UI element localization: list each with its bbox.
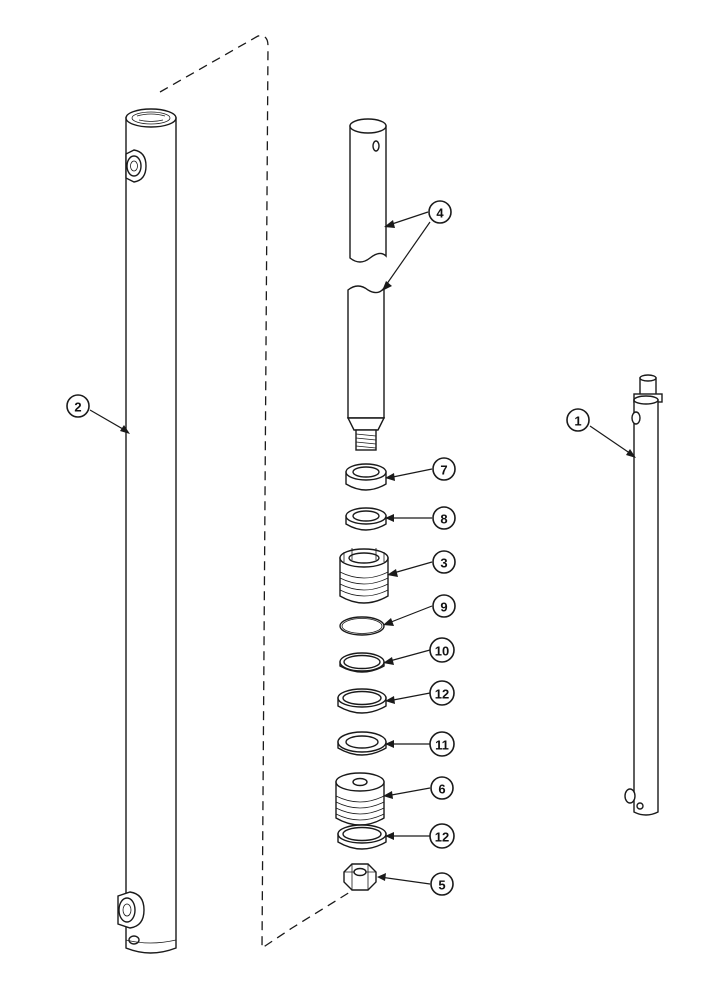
backup-ring [339,652,385,673]
assembly-boundary [159,35,358,950]
rod-seal [345,507,387,531]
callout-2: 2 [66,394,90,418]
callout-1-label: 1 [574,414,581,429]
wear-ring-lower [337,824,387,850]
callout-7: 7 [432,457,456,481]
callout-9: 9 [432,594,456,618]
callout-3-label: 3 [440,556,447,571]
callout-12-upper: 12 [429,680,455,706]
callout-4-label: 4 [436,206,444,221]
callout-10: 10 [429,637,455,663]
cylinder-head [339,548,389,604]
assembled-cylinder [624,374,663,816]
callout-10-label: 10 [435,644,449,659]
o-ring [339,616,385,636]
leader-lines [89,211,636,885]
callout-12-lower-label: 12 [435,830,449,845]
hex-nut [343,863,377,891]
callout-2-label: 2 [74,400,81,415]
callout-1: 1 [566,408,590,432]
callout-12-upper-label: 12 [435,687,449,702]
callout-11-label: 11 [435,738,449,753]
callout-5-label: 5 [438,878,445,893]
piston-rod [346,118,387,451]
piston-seal [337,731,387,756]
piston [335,772,385,826]
callout-11: 11 [429,731,455,757]
callout-9-label: 9 [440,600,447,615]
callout-12-lower: 12 [429,823,455,849]
callout-8-label: 8 [440,512,447,527]
cylinder-barrel [117,108,177,954]
callout-7-label: 7 [440,463,447,478]
callout-6-label: 6 [438,782,445,797]
callout-3: 3 [432,550,456,574]
callout-5: 5 [430,872,454,896]
callout-4: 4 [428,200,452,224]
wear-ring-upper [337,688,387,714]
callout-8: 8 [432,506,456,530]
wiper-seal [345,463,387,491]
callout-6: 6 [430,776,454,800]
